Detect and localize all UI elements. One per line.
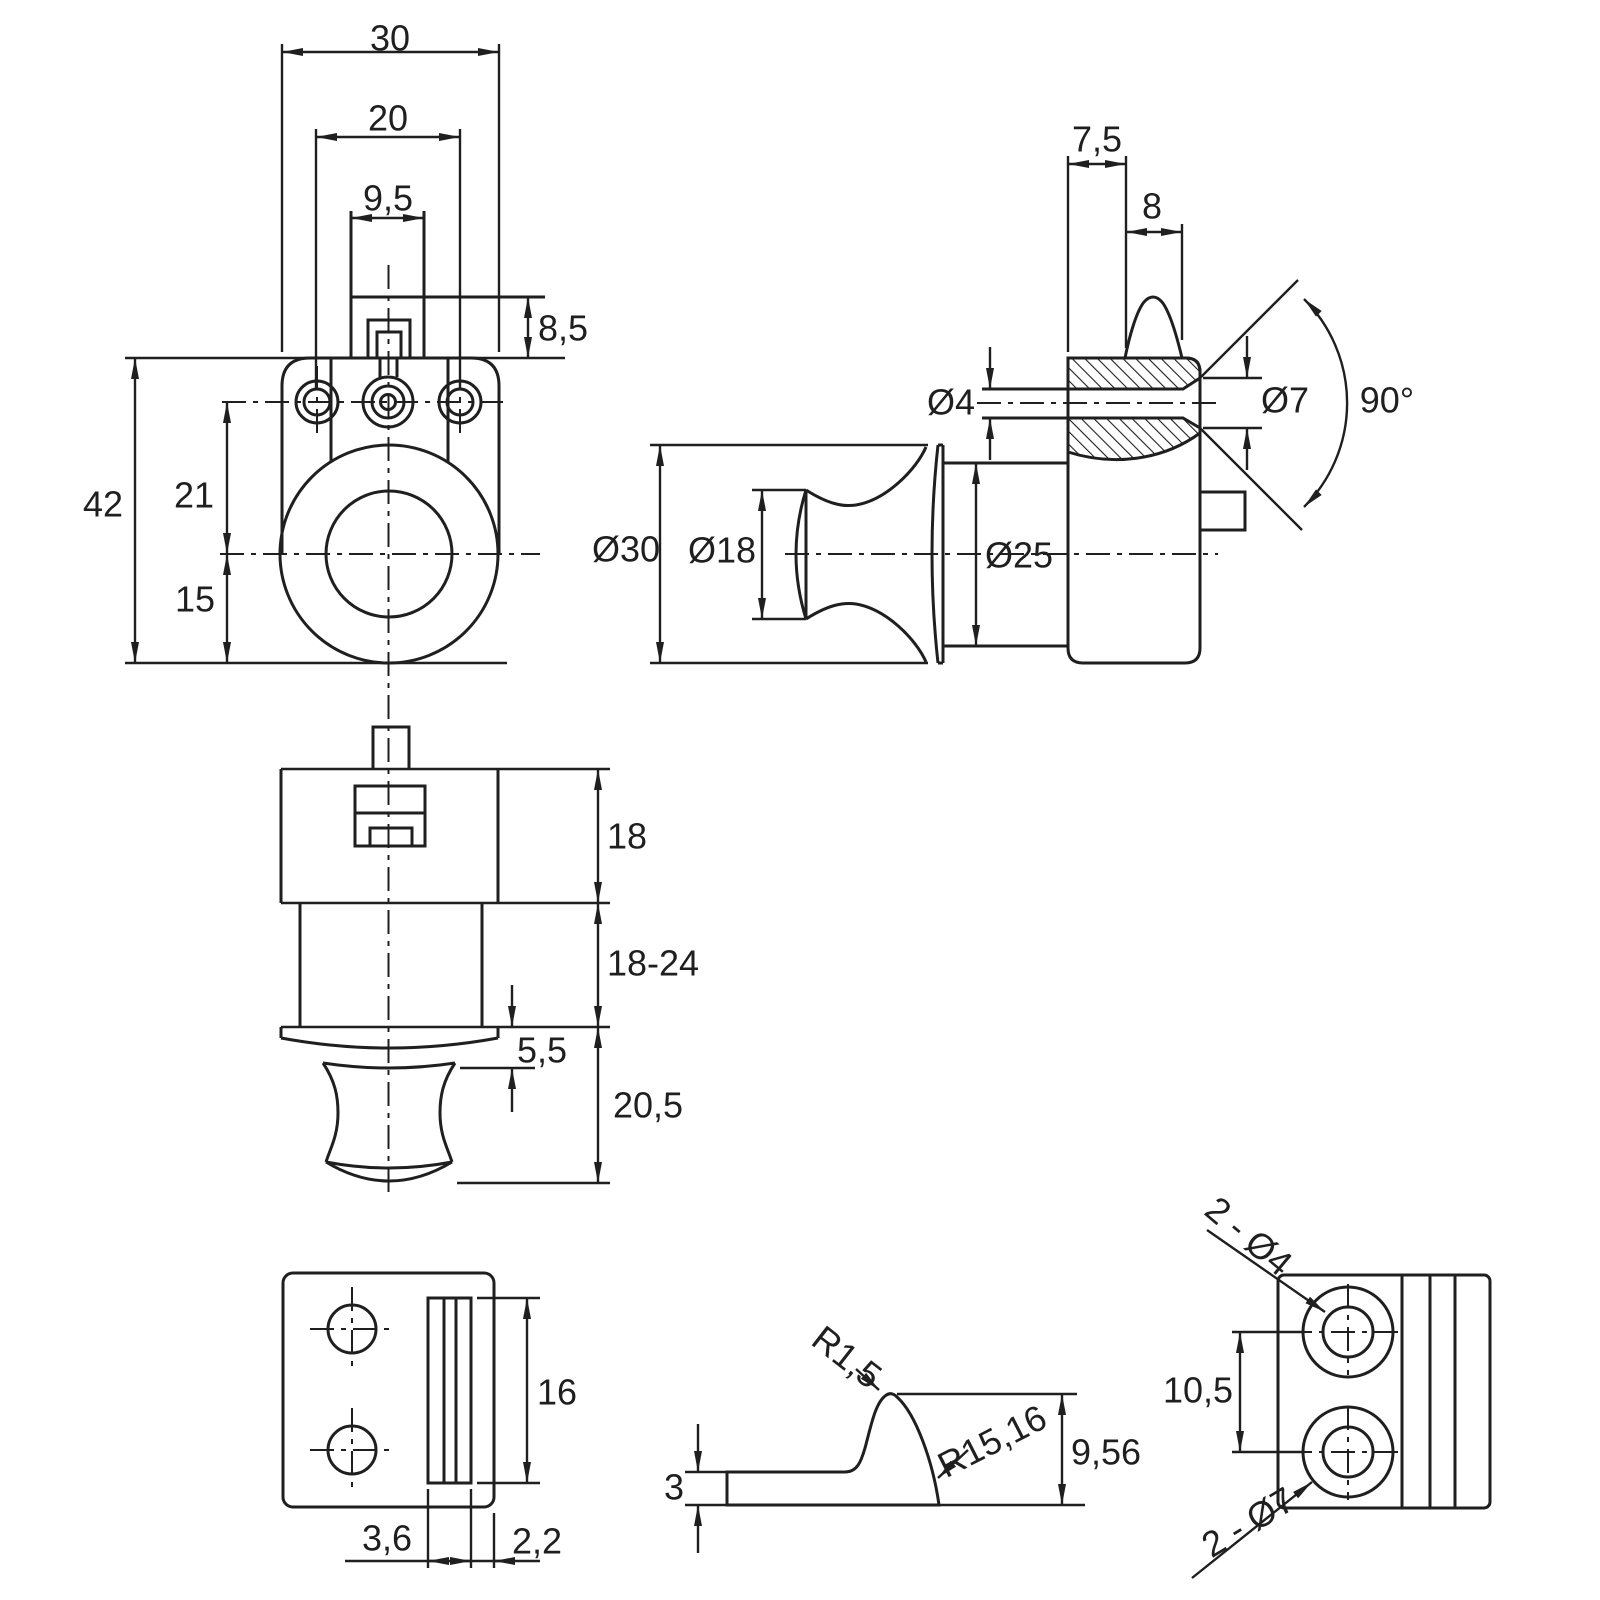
angle-arc-90 (1303, 298, 1349, 508)
plate-front-center-lines (310, 1287, 394, 1492)
elev-keyhole-detail (353, 784, 427, 848)
label-outer-width: 30 (370, 18, 410, 59)
label-axis-offset: 21 (174, 475, 214, 516)
section-hatch-lower (1066, 416, 1202, 462)
label-countersink-dia: Ø7 (1261, 380, 1309, 421)
label-small-holes: 2 - Ø4 (1198, 1188, 1301, 1284)
ramp-profile-view (685, 1368, 1085, 1553)
label-flange-thickness: 5,5 (517, 1030, 567, 1071)
elev-knob (321, 1061, 457, 1183)
label-large-holes: 2 - Ø7 (1195, 1479, 1302, 1566)
front-tongue-and-slot (329, 211, 545, 462)
label-flange-dia: Ø30 (592, 529, 660, 570)
leader-r15-16 (937, 1449, 969, 1479)
plate-back-ridge-lines (1400, 1275, 1457, 1508)
leader-2-dia4 (1206, 1229, 1326, 1313)
leader-2-dia7 (1191, 1481, 1313, 1579)
label-barrel-dia: Ø25 (985, 535, 1053, 576)
label-knob-height: 20,5 (613, 1085, 683, 1126)
plate-front-view (281, 1271, 540, 1568)
label-ridge-length: 16 (537, 1372, 577, 1413)
label-screw-hole-dia: Ø4 (927, 382, 975, 423)
side-elevation-view (279, 725, 610, 1185)
label-bump-width: 8 (1142, 186, 1162, 227)
plate-back-outline (1276, 1273, 1492, 1510)
plate-front-ridge (426, 1296, 473, 1485)
dim-ext-ramp (685, 1392, 1085, 1507)
section-barrel (943, 461, 1067, 648)
front-datum-lines (125, 356, 565, 665)
side-section-view (650, 156, 1349, 665)
section-screw-hole-lines (982, 387, 1183, 420)
label-ring-center-height: 15 (175, 579, 215, 620)
dim-ext-plate-front (345, 1296, 540, 1568)
label-head-height: 18 (607, 816, 647, 857)
label-base-thickness: 3 (664, 1467, 684, 1508)
label-knob-waist-dia: Ø18 (688, 530, 756, 571)
label-ramp-radius: R15,16 (931, 1396, 1053, 1485)
label-crest-radius: R1,5 (804, 1317, 889, 1396)
label-tongue-height: 8,5 (538, 308, 588, 349)
label-body-depth: 7,5 (1072, 119, 1122, 160)
label-tongue-width: 9,5 (363, 178, 413, 219)
elev-flange (279, 1027, 500, 1050)
label-barrel-height: 18-24 (607, 943, 699, 984)
angle-cone-lines (1199, 279, 1303, 531)
label-edge-offset: 2,2 (512, 1521, 562, 1562)
dim-ext-elev (457, 1066, 610, 1185)
label-total-height: 42 (83, 484, 123, 525)
section-bump (1123, 295, 1184, 359)
label-ramp-height: 9,56 (1071, 1432, 1141, 1473)
section-hatch-upper (1066, 356, 1202, 391)
label-ridge-width: 3,6 (362, 1518, 412, 1559)
ramp-outline (725, 1392, 941, 1507)
elev-head-body (279, 769, 500, 903)
plate-front-outline (281, 1271, 496, 1509)
plate-back-center-lines (1288, 1284, 1404, 1500)
section-tongue-tab (1200, 490, 1247, 532)
elev-head-lines (281, 767, 610, 1029)
plate-front-ridge-lines (442, 1298, 458, 1483)
dim-ext-section (650, 156, 1262, 665)
label-countersink-angle: 90° (1360, 380, 1414, 421)
dim-ext-front (280, 44, 501, 388)
elev-tab (371, 725, 411, 769)
elev-barrel (298, 903, 484, 1027)
label-hole-spacing: 20 (368, 98, 408, 139)
dim-ext-plate-back (1232, 1330, 1302, 1454)
plate-back-view (1191, 1229, 1492, 1579)
section-center-lines (785, 402, 1222, 555)
label-hole-pitch: 10,5 (1163, 1370, 1233, 1411)
leader-r1-5 (855, 1368, 880, 1391)
